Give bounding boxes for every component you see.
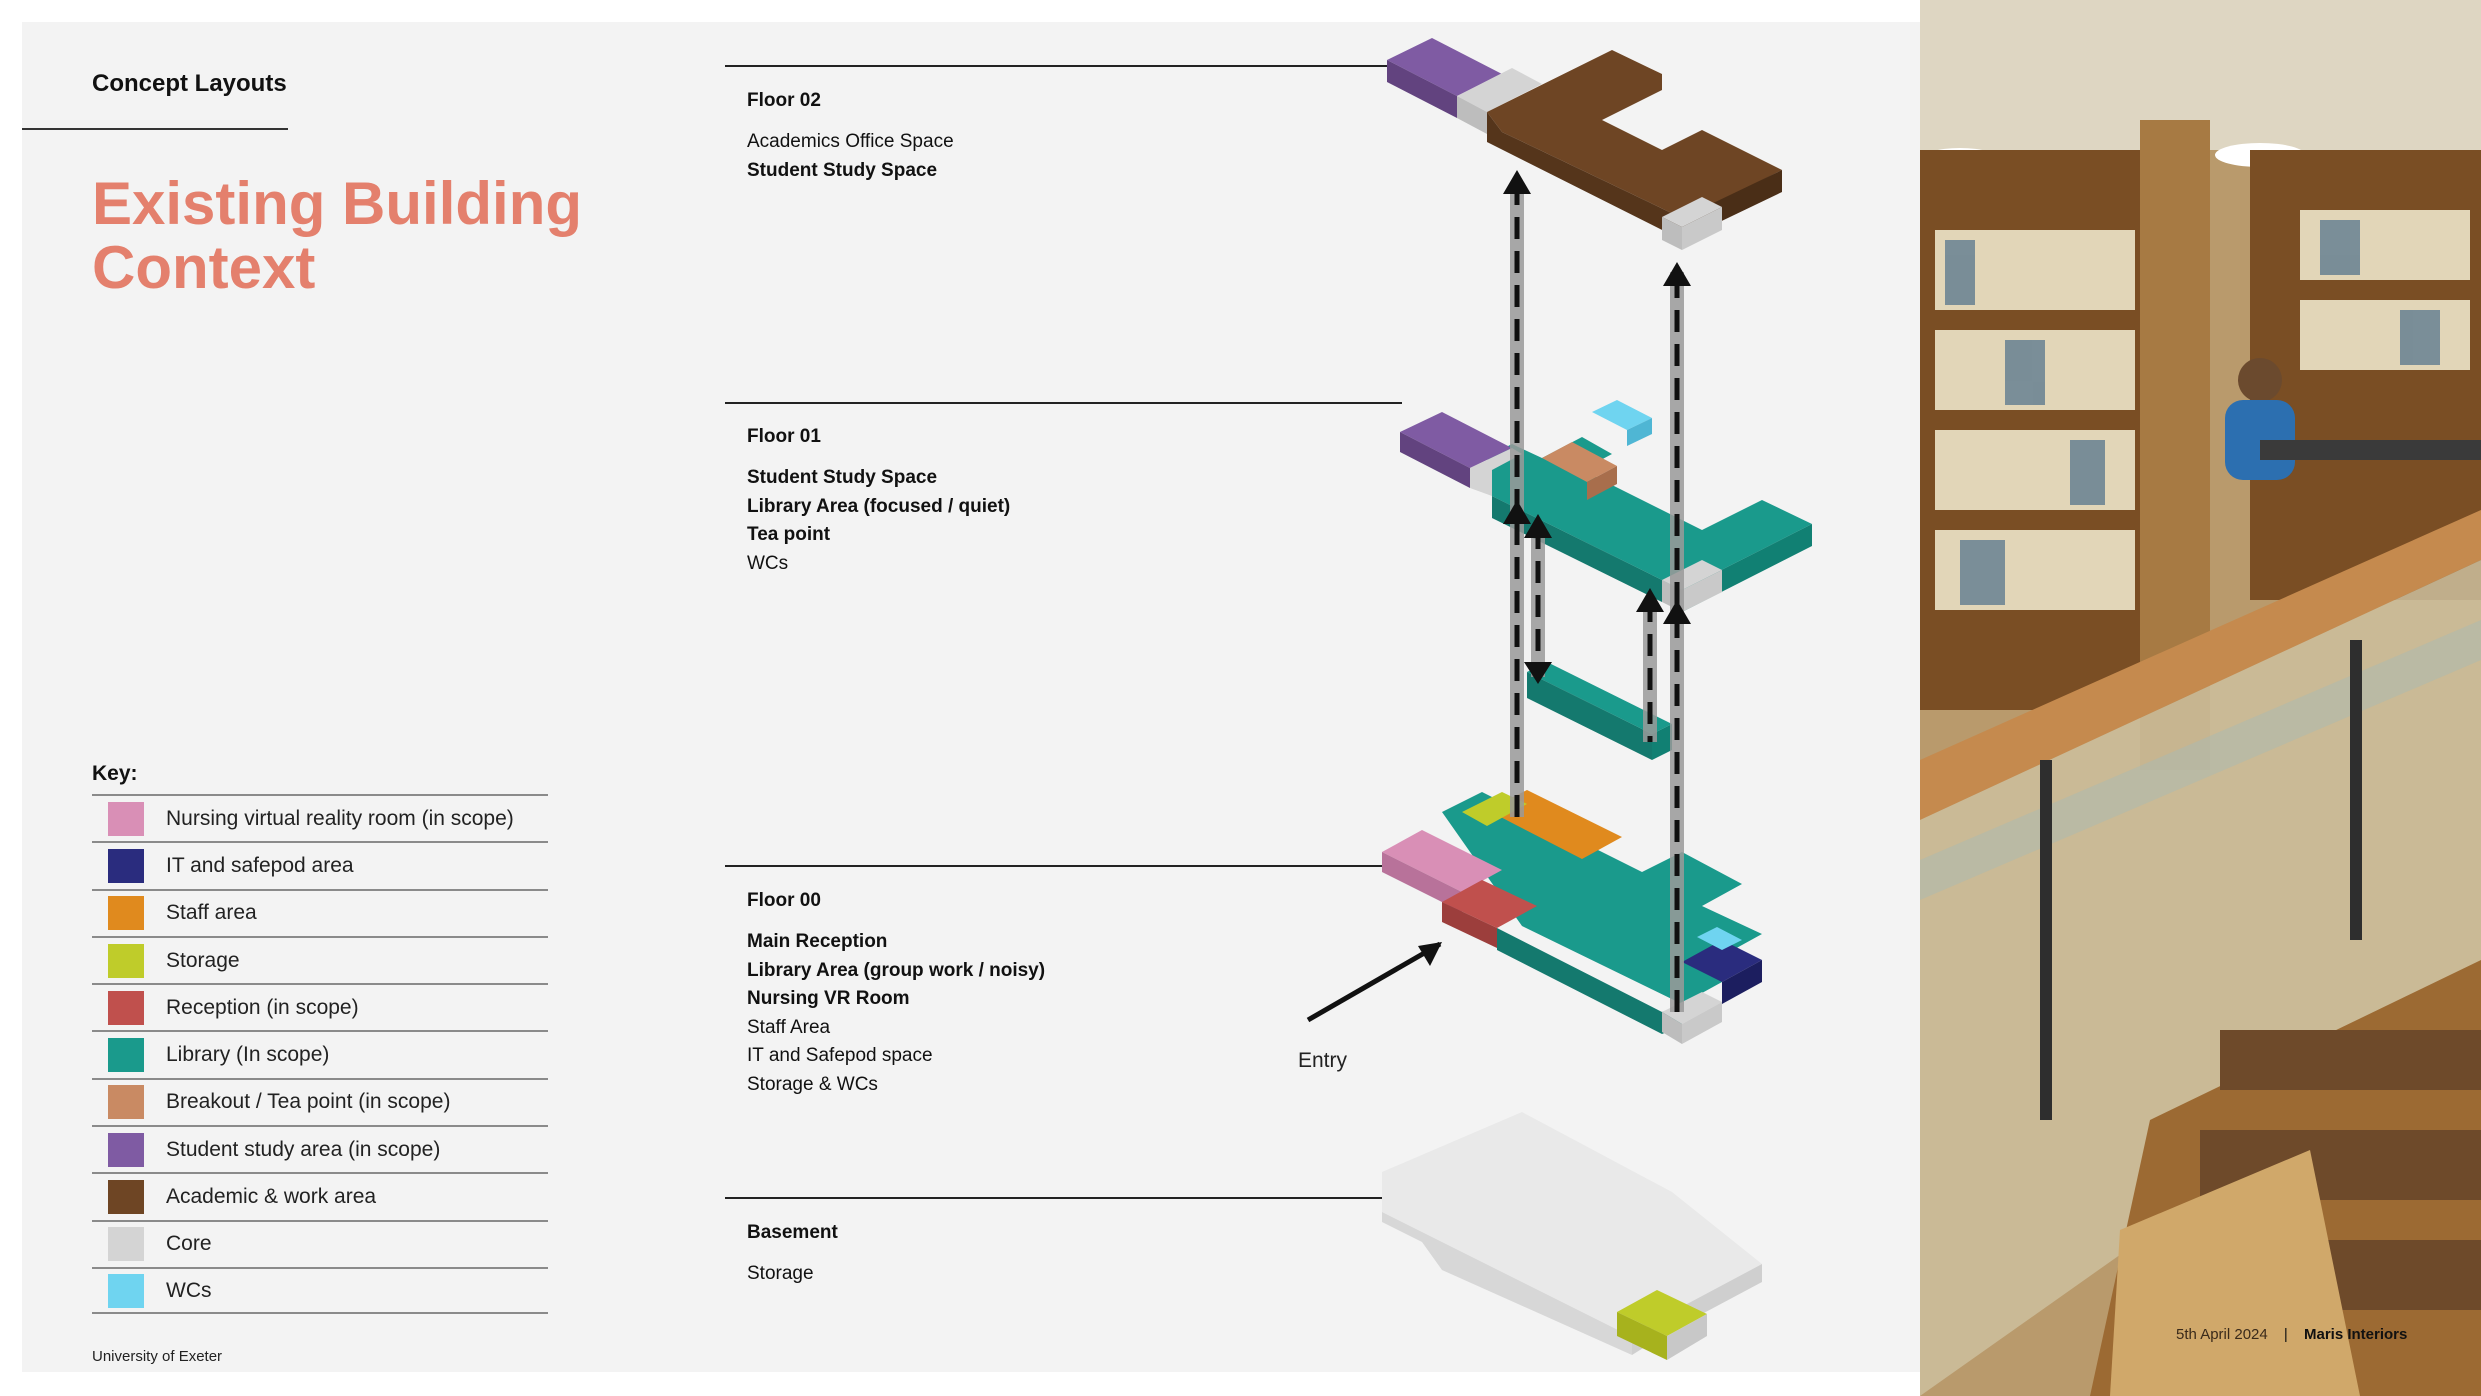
- floor-00-volume: [1382, 790, 1762, 1044]
- arrow-up-icon: [1663, 262, 1691, 286]
- entry-arrow: [1308, 942, 1442, 1020]
- slide-canvas: Concept Layouts Existing Building Contex…: [22, 22, 1920, 1372]
- footer-right: 5th April 2024 | Maris Interiors: [2176, 1326, 2407, 1343]
- isometric-floor-diagram: [22, 22, 1920, 1372]
- library-photo: [1920, 0, 2481, 1396]
- footer-separator: |: [2284, 1326, 2288, 1343]
- floor-02-volume: [1387, 38, 1782, 250]
- basement-volume: [1382, 1112, 1762, 1360]
- arrow-up-icon: [1503, 170, 1531, 194]
- entry-label: Entry: [1298, 1049, 1347, 1073]
- footer-date: 5th April 2024: [2176, 1326, 2268, 1343]
- floor-01-volume: [1400, 400, 1812, 612]
- footer-brand: Maris Interiors: [2304, 1326, 2407, 1343]
- footer-university: University of Exeter: [92, 1348, 222, 1365]
